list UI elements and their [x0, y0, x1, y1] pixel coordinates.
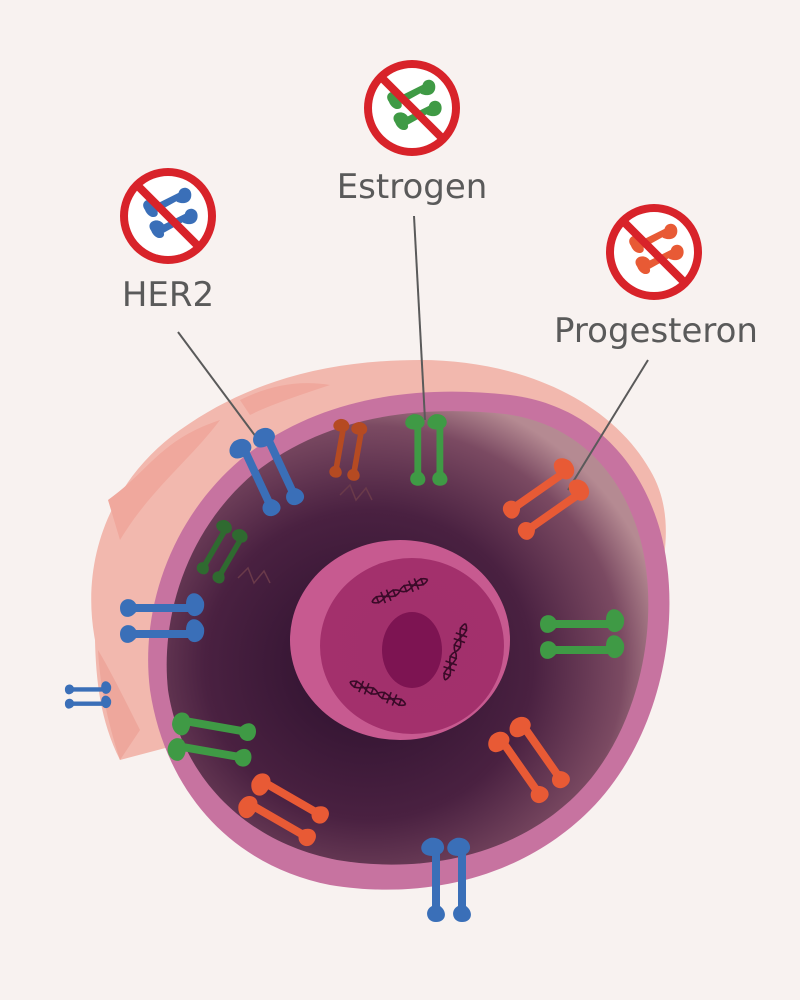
nucleus [290, 540, 510, 740]
progesterone-leader-line [567, 359, 649, 491]
progesterone-label: Progesteron [554, 311, 758, 351]
prohibited-estrogen-receptor-icon [364, 60, 460, 156]
estrogen-leader-line [413, 215, 426, 421]
estrogen-label: Estrogen [337, 167, 488, 207]
her2-leader-line [177, 331, 263, 446]
signal-marks [237, 483, 373, 585]
nucleolus [382, 612, 442, 688]
prohibited-her2-receptor-icon [120, 168, 216, 264]
her2-label: HER2 [122, 275, 214, 315]
prohibited-progesterone-receptor-icon [606, 204, 702, 300]
leader-lines [177, 215, 649, 491]
